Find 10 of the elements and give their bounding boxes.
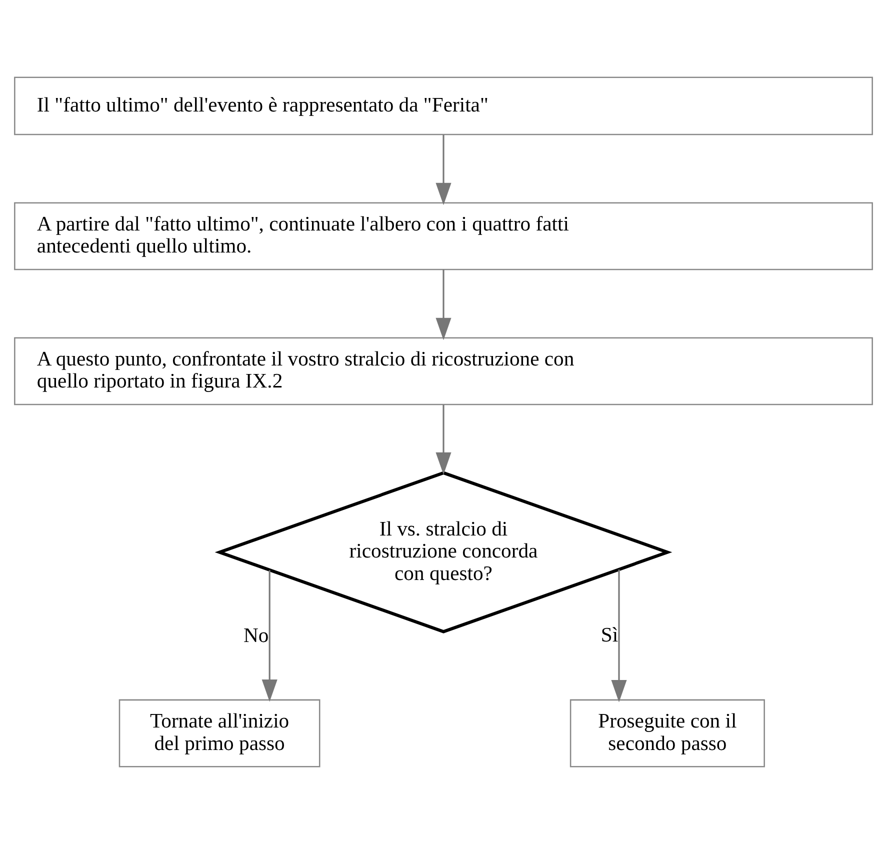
node-box: Il "fatto ultimo" dell'evento è rappresentato da "Ferita" (14, 76, 873, 136)
arrow (262, 570, 278, 702)
arrow (611, 570, 627, 702)
arrow (436, 404, 452, 475)
node-box: Tornate all'inizio del primo passo (118, 699, 320, 768)
node-box: Proseguite con il secondo passo (570, 699, 765, 768)
node-box: A partire dal "fatto ultimo", continuate l'albero con i quattro fatti antecedenti quello ultimo. (14, 202, 873, 270)
node-box: A questo punto, confrontate il vostro stralcio di ricostruzione con quello riportato in figura IX.2 (14, 337, 873, 406)
arrow (436, 270, 452, 340)
arrow (436, 134, 452, 206)
